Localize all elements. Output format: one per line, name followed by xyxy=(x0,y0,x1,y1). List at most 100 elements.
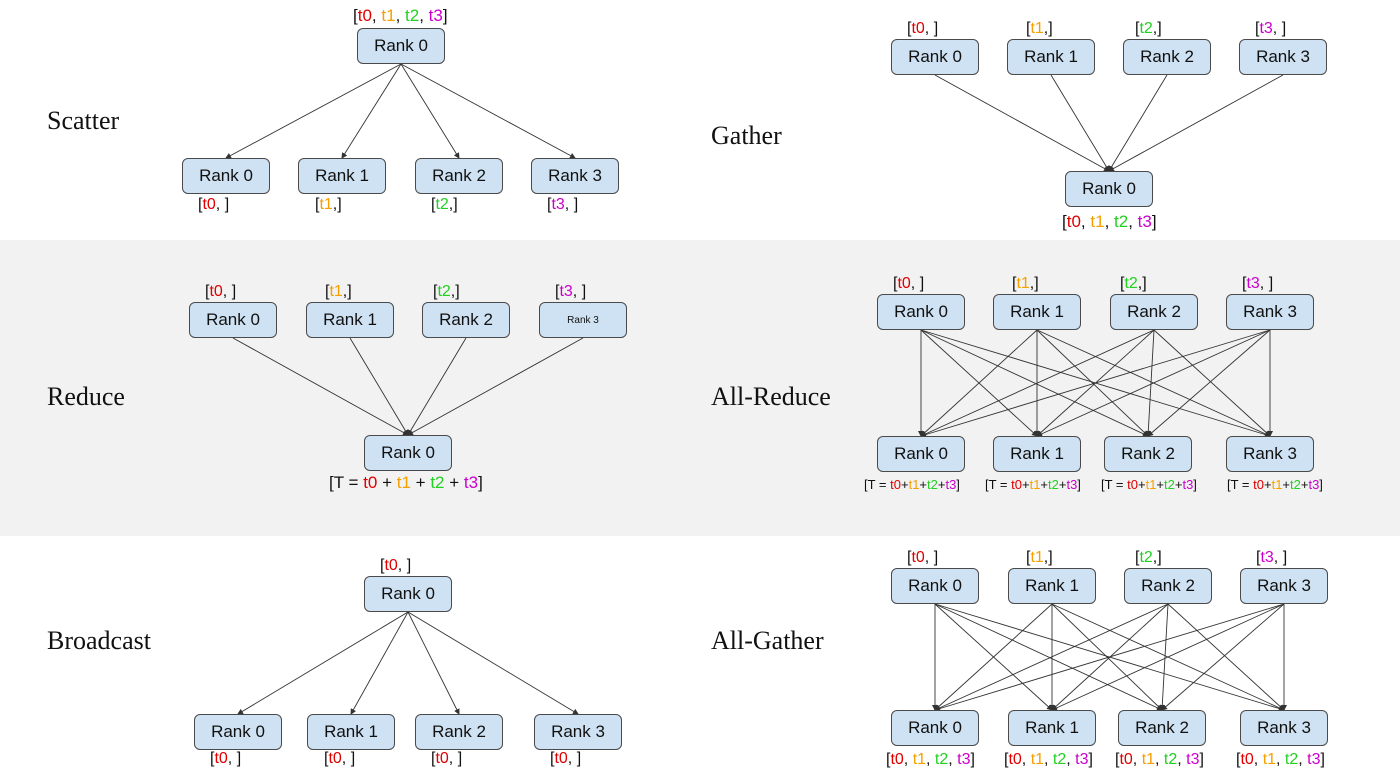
edge-ar-s2-to-ar-d3 xyxy=(1153,329,1271,437)
tensor-token-punct: + xyxy=(444,473,464,492)
broadcast-dest-rank-1: Rank 1 xyxy=(307,714,395,750)
gather-source-rank-1: Rank 1 xyxy=(1007,39,1095,75)
tensor-token-punct: , xyxy=(419,6,429,25)
edge-reduce-s1-to-reduce-dst xyxy=(349,337,409,436)
edge-ag-s3-to-ag-d1 xyxy=(1051,603,1285,711)
tensor-token-punct: ] xyxy=(1199,751,1204,768)
tensor-token-t3: t3 xyxy=(1186,751,1200,768)
tensor-token-punct: [ xyxy=(1026,20,1031,37)
allgather-dest-3-tensor-label: [t0, t1, t2, t3] xyxy=(1236,751,1325,769)
tensor-token-t3: t3 xyxy=(1260,549,1274,566)
tensor-token-t3: t3 xyxy=(1307,751,1321,768)
tensor-token-punct: , ] xyxy=(1273,549,1288,566)
gather-source-rank-2: Rank 2 xyxy=(1123,39,1211,75)
tensor-token-t2: t2 xyxy=(1139,549,1153,566)
tensor-token-punct: [ xyxy=(550,750,555,767)
tensor-token-punct: ] xyxy=(1320,751,1325,768)
tensor-token-t1: t1 xyxy=(1145,477,1157,492)
tensor-token-t0: t0 xyxy=(1008,751,1022,768)
tensor-token-punct: ] xyxy=(956,477,960,492)
tensor-token-punct: [ xyxy=(893,275,898,292)
tensor-token-punct: , ] xyxy=(1259,275,1274,292)
tensor-token-punct: , ] xyxy=(227,750,242,767)
tensor-token-punct: ] xyxy=(1319,477,1323,492)
tensor-token-punct: , ] xyxy=(341,750,356,767)
reduce-source-rank-0: Rank 0 xyxy=(189,302,277,338)
tensor-token-punct: , ] xyxy=(215,196,230,213)
allgather-dest-1-tensor-label: [t0, t1, t2, t3] xyxy=(1004,751,1093,769)
allgather-source-0-tensor-label: [t0, ] xyxy=(907,549,938,567)
tensor-token-t0: t0 xyxy=(1240,751,1254,768)
tensor-token-punct: , ] xyxy=(924,20,939,37)
edge-reduce-s3-to-reduce-dst xyxy=(407,337,584,436)
tensor-token-t0: t0 xyxy=(363,473,378,492)
edge-ar-s3-to-ar-d2 xyxy=(1147,329,1271,437)
gather-source-0-tensor-label: [t0, ] xyxy=(907,20,938,38)
tensor-token-punct: [ xyxy=(353,6,358,25)
allgather-source-rank-2: Rank 2 xyxy=(1124,568,1212,604)
tensor-token-t0: t0 xyxy=(890,477,901,492)
tensor-token-t1: t1 xyxy=(912,751,927,768)
reduce-source-rank-1: Rank 1 xyxy=(306,302,394,338)
tensor-token-t0: t0 xyxy=(435,750,449,767)
tensor-token-punct: ,] xyxy=(1152,549,1162,566)
tensor-token-punct: [ xyxy=(380,557,385,574)
edge-ar-s1-to-ar-d0 xyxy=(920,329,1038,437)
edge-bc-src-to-bc-d2 xyxy=(407,611,460,715)
tensor-token-punct: [T = xyxy=(329,473,364,492)
tensor-token-punct: + xyxy=(1282,477,1291,492)
edge-gather-s0-to-gather-dst xyxy=(934,74,1110,172)
tensor-token-punct: ,] xyxy=(342,283,352,300)
edge-reduce-s2-to-reduce-dst xyxy=(407,337,467,436)
tensor-token-t0: t0 xyxy=(209,283,223,300)
tensor-token-punct: ,] xyxy=(332,196,342,213)
tensor-token-punct: [ xyxy=(547,196,552,213)
gather-source-2-tensor-label: [t2,] xyxy=(1135,20,1162,38)
edge-bc-src-to-bc-d3 xyxy=(407,611,579,715)
tensor-token-punct: , ] xyxy=(564,196,579,213)
tensor-token-t3: t3 xyxy=(551,196,565,213)
allgather-title: All-Gather xyxy=(711,626,824,655)
edge-ag-s1-to-ag-d0 xyxy=(934,603,1053,711)
tensor-token-punct: [ xyxy=(431,196,436,213)
tensor-token-t3: t3 xyxy=(1137,212,1152,231)
tensor-token-punct: [ xyxy=(205,283,210,300)
tensor-token-punct: ] xyxy=(1088,751,1093,768)
reduce-source-rank-2: Rank 2 xyxy=(422,302,510,338)
allgather-source-2-tensor-label: [t2,] xyxy=(1135,549,1162,567)
tensor-token-punct: [ xyxy=(315,196,320,213)
tensor-token-punct: , xyxy=(903,751,913,768)
edge-gather-s2-to-gather-dst xyxy=(1108,74,1168,172)
tensor-token-punct: [ xyxy=(198,196,203,213)
broadcast-dest-rank-3: Rank 3 xyxy=(534,714,622,750)
tensor-token-t1: t1 xyxy=(1262,751,1277,768)
tensor-token-punct: , ] xyxy=(567,750,582,767)
scatter-dest-3-tensor-label: [t3, ] xyxy=(547,196,578,214)
tensor-token-punct: [ xyxy=(1012,275,1017,292)
broadcast-title: Broadcast xyxy=(47,626,151,655)
tensor-token-t1: t1 xyxy=(1030,751,1045,768)
tensor-token-t0: t0 xyxy=(911,549,925,566)
reduce-source-2-tensor-label: [t2,] xyxy=(433,283,460,301)
allreduce-source-1-tensor-label: [t1,] xyxy=(1012,275,1039,293)
tensor-token-t3: t3 xyxy=(428,6,443,25)
tensor-token-t3: t3 xyxy=(463,473,479,492)
tensor-token-t1: t1 xyxy=(1016,275,1030,292)
scatter-dest-rank-1: Rank 1 xyxy=(298,158,386,194)
tensor-token-punct: [ xyxy=(1255,20,1260,37)
gather-dest-tensor-label: [t0, t1, t2, t3] xyxy=(1062,212,1157,232)
broadcast-source-rank-0: Rank 0 xyxy=(364,576,452,612)
gather-title: Gather xyxy=(711,121,782,150)
allgather-dest-rank-3: Rank 3 xyxy=(1240,710,1328,746)
edge-ag-s3-to-ag-d2 xyxy=(1161,603,1285,711)
tensor-token-t0: t0 xyxy=(554,750,568,767)
tensor-token-t1: t1 xyxy=(1030,549,1044,566)
gather-source-3-tensor-label: [t3, ] xyxy=(1255,20,1286,38)
tensor-token-t2: t2 xyxy=(435,196,449,213)
allreduce-dest-rank-1: Rank 1 xyxy=(993,436,1081,472)
edge-gather-s1-to-gather-dst xyxy=(1050,74,1110,172)
gather-source-1-tensor-label: [t1,] xyxy=(1026,20,1053,38)
tensor-token-punct: [ xyxy=(433,283,438,300)
tensor-token-t1: t1 xyxy=(329,283,343,300)
scatter-dest-rank-0: Rank 0 xyxy=(182,158,270,194)
